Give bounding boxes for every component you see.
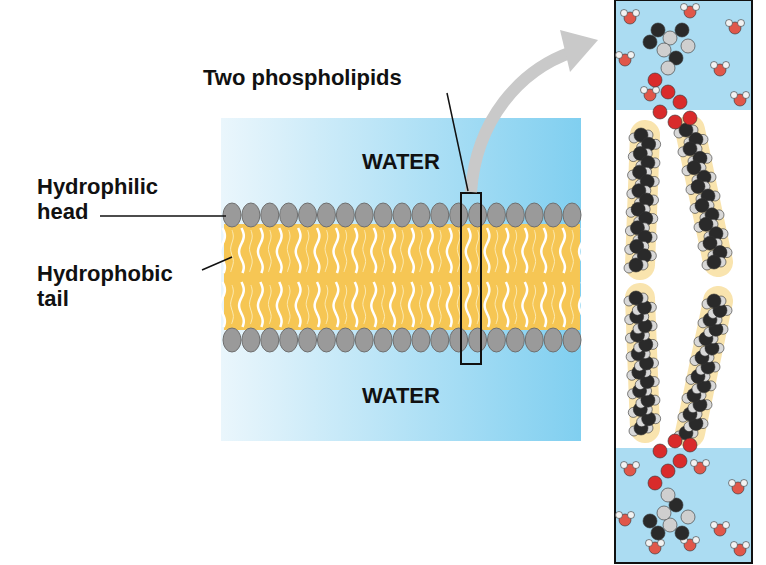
hydrophilic-heads [223,203,581,352]
molecule-panel [615,0,752,563]
region-label: WATER [221,150,581,175]
water-region: WATER WATER [221,118,581,441]
leader-line [100,215,226,217]
region-label: WATER [221,384,581,409]
leader-line [447,93,468,191]
zoom-arrowhead [560,30,598,72]
figure-label: Two phospholipids [203,66,463,91]
water-region [221,118,581,441]
leader-line [202,257,232,270]
part-label: Hydrophobic tail [37,262,197,311]
hydrophobic-tails [220,228,584,327]
part-label: Hydrophilic head [37,175,187,224]
phospholipid-model [616,4,750,557]
zoom-arrow [471,52,572,192]
tail-band [224,224,580,330]
selection-box [461,193,481,364]
